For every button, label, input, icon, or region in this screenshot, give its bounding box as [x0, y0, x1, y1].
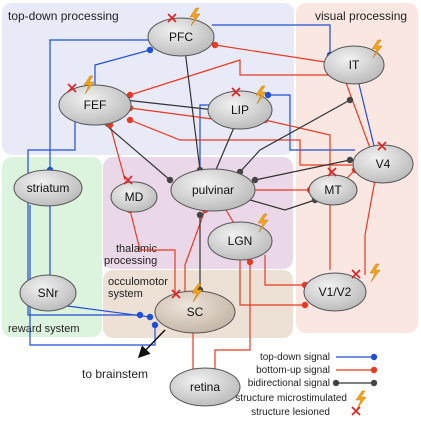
link-v1v2-v4	[364, 179, 376, 275]
bolt-icon-sc	[191, 283, 203, 303]
lesion-mark-sc	[171, 289, 181, 299]
link-it-v4	[357, 79, 376, 151]
bottom-up-connections	[109, 44, 376, 370]
legend-top-down-label: top-down signal	[260, 352, 330, 363]
link-pfc-striatum	[49, 39, 150, 170]
link-pulvinar-v4	[254, 159, 351, 181]
link-md-fef	[109, 124, 126, 181]
node-lip-label: LIP	[231, 103, 249, 117]
legend-bottom-up-dot	[370, 366, 378, 374]
lesion-mark-mt	[327, 167, 337, 177]
link-striatum-sc	[29, 205, 156, 346]
link-v4-fef	[129, 119, 355, 166]
legend-lesioned-label: structure lesioned	[251, 407, 330, 418]
link-mt-lip	[264, 119, 331, 175]
node-pulvinar-label: pulvinar	[192, 183, 234, 197]
legend: top-down signal bottom-up signal bidirec…	[235, 352, 378, 418]
node-snr: SNr	[19, 274, 77, 312]
link-lgn-v1v2-b	[239, 255, 305, 306]
node-lgn: LGN	[207, 221, 273, 261]
legend-lesion-icon	[351, 406, 361, 416]
bolt-icon-it	[371, 39, 383, 59]
link-fef-sc	[27, 120, 140, 316]
link-retina-lgn	[214, 262, 251, 370]
region-top-down	[2, 3, 294, 155]
lesion-mark-v4	[377, 141, 387, 151]
link-v4-lip	[268, 94, 355, 151]
node-mt-label: MT	[324, 183, 342, 197]
node-striatum-label: striatum	[27, 181, 70, 195]
link-pulvinar-mt-b	[249, 199, 316, 211]
region-label-thalamic-1: thalamic	[116, 243, 157, 255]
link-v4-it	[344, 79, 371, 149]
node-retina-label: retina	[190, 380, 220, 394]
lesion-mark-md	[123, 175, 133, 185]
legend-bottom-up-label: bottom-up signal	[256, 365, 330, 376]
node-fef-label: FEF	[84, 98, 107, 112]
legend-bidirectional-label: bidirectional signal	[248, 378, 330, 389]
link-fef-pulvinar	[99, 119, 171, 181]
lesion-mark-pfc	[167, 13, 177, 23]
link-pfc-pulvinar	[184, 49, 201, 171]
region-label-top-down: top-down processing	[8, 9, 119, 23]
link-lgn-v1v2	[264, 255, 305, 286]
node-v4: V4	[352, 144, 414, 184]
link-sc-pulvinar	[184, 209, 206, 292]
to-brainstem-arrow	[137, 329, 166, 359]
bidirectional-connections	[99, 49, 351, 290]
legend-bidirectional-dot-right	[370, 379, 378, 387]
bolt-icon-v1v2	[369, 263, 381, 283]
bolt-icon-pfc	[189, 7, 201, 27]
link-lip-pulvinar-b	[214, 124, 236, 173]
node-striatum: striatum	[13, 169, 83, 207]
legend-microstim-label: structure microstimulated	[235, 393, 347, 404]
region-label-visual: visual processing	[315, 9, 407, 23]
lesion-mark-fef	[67, 83, 77, 93]
node-v4-label: V4	[376, 157, 391, 171]
node-it: IT	[323, 45, 385, 85]
link-lip-fef	[129, 107, 221, 121]
node-md: MD	[110, 181, 158, 213]
region-label-reward: reward system	[8, 323, 80, 335]
node-v1v2-label: V1/V2	[319, 285, 352, 299]
node-pfc: PFC	[147, 17, 215, 57]
link-pulvinar-it	[239, 99, 351, 173]
node-sc-label: SC	[187, 305, 204, 319]
legend-bolt-icon	[355, 390, 367, 410]
bolt-icon-fef	[83, 75, 95, 95]
link-it-fef	[129, 59, 335, 96]
legend-top-down-dot	[370, 353, 378, 361]
node-lgn-label: LGN	[228, 234, 253, 248]
link-fef-pfc	[94, 49, 151, 88]
node-fef: FEF	[58, 84, 132, 126]
node-it-label: IT	[349, 58, 360, 72]
microstim-marks	[83, 7, 383, 303]
link-it-pfc	[214, 44, 326, 63]
node-v1v2: V1/V2	[303, 272, 367, 312]
to-brainstem-label: to brainstem	[82, 367, 148, 381]
region-label-thalamic-2: processing	[104, 255, 157, 267]
link-sc-md	[129, 209, 176, 300]
lesion-mark-v1v2	[351, 269, 361, 279]
lesion-mark-lip	[231, 87, 241, 97]
node-md-label: MD	[125, 190, 144, 204]
node-snr-label: SNr	[38, 286, 59, 300]
node-mt: MT	[308, 174, 358, 206]
bolt-icon-lip	[255, 85, 267, 105]
lesion-marks	[67, 13, 387, 299]
link-lip-fef-b	[124, 99, 216, 111]
node-retina: retina	[169, 367, 241, 407]
node-pfc-label: PFC	[169, 30, 193, 44]
region-label-oculomotor-1: occulomotor	[108, 276, 168, 288]
bolt-icon-lgn	[257, 213, 269, 233]
link-pfc-it	[212, 24, 331, 55]
region-label-oculomotor-2: system	[108, 288, 143, 300]
node-lip: LIP	[207, 90, 273, 130]
node-pulvinar: pulvinar	[170, 168, 256, 212]
